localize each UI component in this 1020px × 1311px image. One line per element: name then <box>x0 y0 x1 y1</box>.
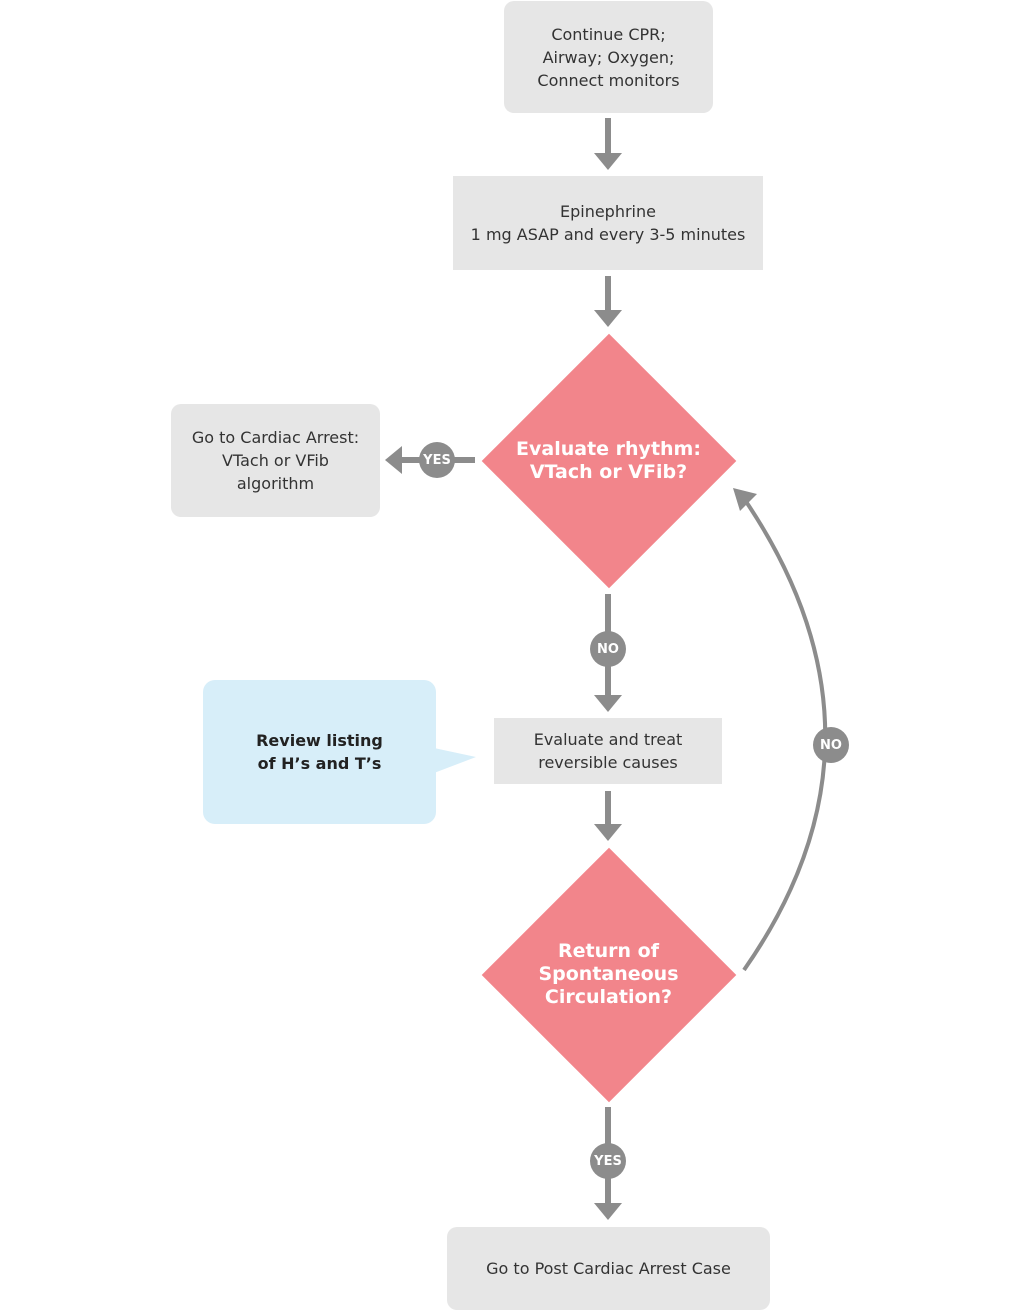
no-badge-label: NO <box>820 737 842 753</box>
rosc-label: Return of Spontaneous Circulation? <box>538 940 679 1008</box>
vtach-vfib-algorithm-box: Go to Cardiac Arrest: VTach or VFib algo… <box>171 404 380 517</box>
epinephrine-box: Epinephrine 1 mg ASAP and every 3-5 minu… <box>453 176 763 270</box>
no-badge-label: NO <box>597 641 619 657</box>
yes-badge-label: YES <box>594 1153 622 1169</box>
yes-badge: YES <box>419 442 455 478</box>
yes-badge-label: YES <box>423 452 451 468</box>
treat-causes-box: Evaluate and treat reversible causes <box>494 718 722 784</box>
review-hs-ts-callout: Review listing of H’s and T’s <box>203 680 436 824</box>
evaluate-rhythm-label: Evaluate rhythm: VTach or VFib? <box>516 437 701 483</box>
no-badge: NO <box>590 631 626 667</box>
vtach-vfib-algorithm-label: Go to Cardiac Arrest: VTach or VFib algo… <box>191 428 360 493</box>
review-hs-ts-label: Review listing of H’s and T’s <box>256 731 383 773</box>
start-box: Continue CPR; Airway; Oxygen; Connect mo… <box>504 1 713 113</box>
no-badge: NO <box>813 727 849 763</box>
yes-badge: YES <box>590 1143 626 1179</box>
epinephrine-label: Epinephrine 1 mg ASAP and every 3-5 minu… <box>470 202 746 244</box>
treat-causes-label: Evaluate and treat reversible causes <box>533 730 683 772</box>
arrow-treat-to-rosc <box>594 791 622 841</box>
post-arrest-label: Go to Post Cardiac Arrest Case <box>486 1259 731 1278</box>
post-arrest-box: Go to Post Cardiac Arrest Case <box>447 1227 770 1310</box>
evaluate-rhythm-decision: Evaluate rhythm: VTach or VFib? <box>481 333 736 588</box>
callout-tail <box>434 748 476 773</box>
arrow-epinephrine-to-evaluate-rhythm <box>594 276 622 327</box>
rosc-decision: Return of Spontaneous Circulation? <box>481 847 736 1102</box>
arrow-start-to-epinephrine <box>594 118 622 170</box>
arrow-rosc-no-loop <box>733 488 828 972</box>
start-label: Continue CPR; Airway; Oxygen; Connect mo… <box>537 24 680 90</box>
